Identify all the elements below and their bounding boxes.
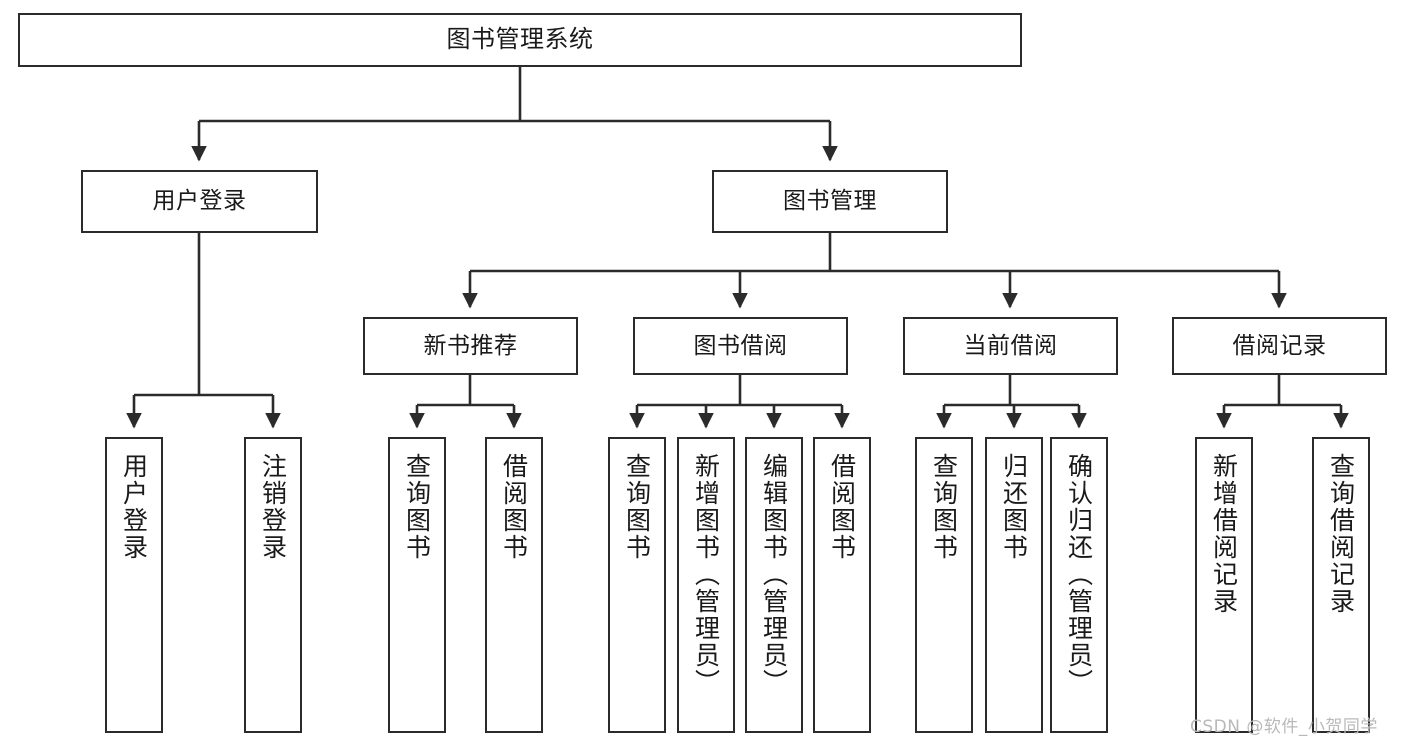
- node-leaf-user-logout[interactable]: 注销登录: [244, 437, 302, 733]
- node-new-book-recommend[interactable]: 新书推荐: [363, 317, 578, 375]
- node-leaf-edit-book-admin[interactable]: 编辑图书（管理员）: [745, 437, 803, 733]
- node-current-borrow[interactable]: 当前借阅: [903, 317, 1118, 375]
- node-leaf-add-book-admin[interactable]: 新增图书（管理员）: [677, 437, 735, 733]
- node-label: 查询借阅记录: [1326, 453, 1356, 615]
- node-label: 注销登录: [258, 453, 288, 561]
- node-label: 查询图书: [622, 453, 652, 561]
- node-leaf-query-book-current[interactable]: 查询图书: [915, 437, 973, 733]
- node-label: 图书借阅: [693, 332, 788, 359]
- node-label: 用户登录: [152, 188, 247, 215]
- node-label: 用户登录: [119, 453, 149, 561]
- node-leaf-add-borrow-record[interactable]: 新增借阅记录: [1195, 437, 1253, 733]
- node-leaf-query-book-recommend[interactable]: 查询图书: [388, 437, 446, 733]
- node-leaf-return-book[interactable]: 归还图书: [985, 437, 1043, 733]
- node-label: 新书推荐: [423, 332, 518, 359]
- node-label: 查询图书: [929, 453, 959, 561]
- node-leaf-query-borrow-record[interactable]: 查询借阅记录: [1312, 437, 1370, 733]
- node-book-manage[interactable]: 图书管理: [712, 170, 948, 233]
- node-label: 借阅图书: [499, 453, 529, 561]
- node-label: 编辑图书（管理员）: [759, 453, 789, 696]
- node-label: 借阅图书: [827, 453, 857, 561]
- node-label: 当前借阅: [963, 332, 1058, 359]
- node-leaf-borrow-book-recommend[interactable]: 借阅图书: [485, 437, 543, 733]
- node-label: 确认归还（管理员）: [1064, 453, 1094, 696]
- node-root-system[interactable]: 图书管理系统: [18, 13, 1022, 67]
- node-label: 新增借阅记录: [1209, 453, 1239, 615]
- node-leaf-confirm-return-admin[interactable]: 确认归还（管理员）: [1050, 437, 1108, 733]
- node-label: 新增图书（管理员）: [691, 453, 721, 696]
- node-label: 图书管理: [783, 188, 877, 215]
- node-borrow-record[interactable]: 借阅记录: [1172, 317, 1387, 375]
- node-label: 借阅记录: [1232, 332, 1327, 359]
- node-leaf-borrow-book[interactable]: 借阅图书: [813, 437, 871, 733]
- node-leaf-query-book-borrow[interactable]: 查询图书: [608, 437, 666, 733]
- watermark: CSDN @软件_小贺同学: [1190, 717, 1378, 737]
- node-leaf-user-login[interactable]: 用户登录: [105, 437, 163, 733]
- node-label: 查询图书: [402, 453, 432, 561]
- node-label: 归还图书: [999, 453, 1029, 561]
- node-book-borrow[interactable]: 图书借阅: [633, 317, 848, 375]
- node-user-login[interactable]: 用户登录: [81, 170, 318, 233]
- node-label: 图书管理系统: [446, 25, 594, 54]
